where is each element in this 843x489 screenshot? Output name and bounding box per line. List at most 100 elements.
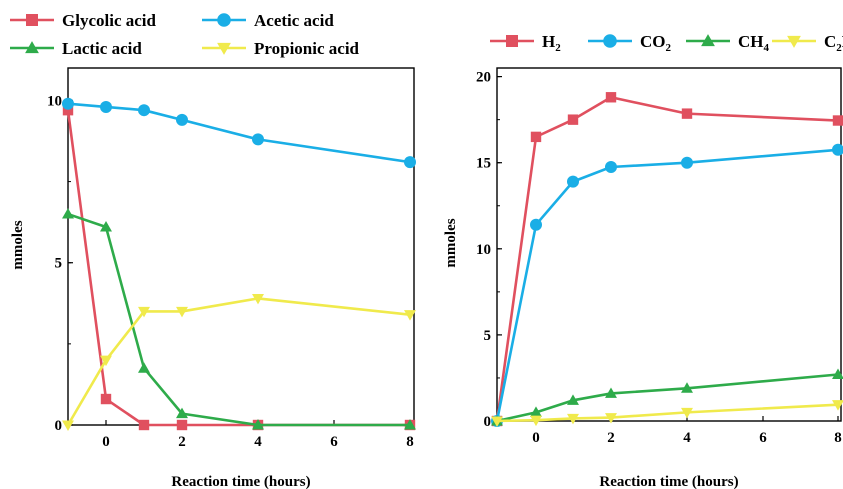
y-tick-label: 0	[55, 418, 63, 434]
data-point	[176, 306, 188, 318]
data-point	[404, 310, 416, 321]
data-point	[491, 416, 503, 427]
legend-marker	[25, 41, 39, 54]
legend-label: Acetic acid	[254, 11, 334, 30]
data-point	[567, 175, 579, 188]
series-line	[496, 373, 839, 423]
data-point	[832, 368, 843, 379]
x-tick-label: 0	[102, 434, 110, 450]
data-point	[62, 104, 74, 116]
legend-item: Glycolic acid	[10, 11, 157, 30]
legend-item: CH4	[686, 32, 770, 54]
data-point	[62, 208, 74, 219]
data-point	[404, 419, 416, 430]
data-point	[681, 156, 693, 169]
series-1	[491, 92, 843, 427]
data-point	[176, 113, 188, 126]
data-point	[138, 362, 150, 373]
x-axis-label: Reaction time (hours)	[171, 474, 310, 489]
legend-item: H2	[490, 32, 561, 54]
data-point	[100, 355, 112, 367]
legend-item: C2H6	[772, 32, 843, 54]
y-tick-label: 10	[476, 242, 491, 258]
x-tick-label: 2	[607, 430, 615, 446]
data-point	[681, 382, 693, 393]
legend-marker	[217, 42, 231, 55]
legend-marker	[701, 34, 715, 47]
legend-label: H2	[542, 32, 561, 54]
y-tick-label: 5	[55, 256, 63, 272]
data-point	[681, 108, 693, 119]
series-line	[67, 102, 411, 164]
data-point	[530, 415, 542, 427]
legend-item: CO2	[588, 32, 672, 54]
y-tick-label: 15	[476, 156, 491, 172]
data-point	[176, 407, 188, 419]
data-point	[605, 92, 617, 103]
y-tick-label: 0	[484, 414, 492, 430]
series-4	[491, 400, 843, 427]
data-point	[138, 306, 150, 318]
data-point	[530, 406, 542, 417]
data-point	[530, 218, 542, 231]
legend-marker	[217, 13, 231, 27]
data-point	[832, 115, 843, 126]
series-line	[496, 403, 839, 423]
series-3	[62, 208, 416, 430]
series-line	[67, 212, 410, 427]
data-point	[567, 114, 579, 125]
plot-frame	[496, 67, 842, 422]
series-3	[491, 368, 843, 426]
legend-item: Lactic acid	[10, 39, 142, 58]
series-line	[66, 297, 411, 426]
data-point	[138, 104, 150, 117]
legend-label: Glycolic acid	[62, 11, 157, 30]
data-point	[62, 420, 74, 431]
legend-label: Propionic acid	[254, 39, 360, 58]
y-tick-label: 10	[47, 93, 62, 109]
data-point	[176, 419, 188, 431]
series-line	[495, 148, 839, 422]
data-point	[832, 400, 843, 411]
series-2	[491, 143, 843, 427]
data-point	[252, 419, 264, 430]
series-line	[66, 110, 410, 427]
x-tick-label: 2	[178, 434, 186, 450]
data-point	[100, 221, 112, 232]
legend-item: Acetic acid	[202, 11, 334, 30]
y-axis-label: mmoles	[10, 220, 26, 269]
x-tick-label: 8	[834, 430, 842, 446]
legend-marker	[26, 14, 38, 26]
data-point	[605, 161, 617, 174]
data-point	[605, 387, 617, 398]
series-4	[62, 293, 416, 431]
data-point	[62, 97, 74, 110]
x-tick-label: 6	[759, 430, 767, 446]
data-point	[404, 156, 416, 169]
data-point	[605, 413, 617, 424]
series-line	[495, 95, 839, 422]
data-point	[138, 419, 150, 431]
data-point	[681, 407, 693, 419]
y-axis-label: mmoles	[443, 218, 459, 267]
x-tick-label: 8	[406, 434, 414, 450]
x-tick-label: 4	[683, 430, 691, 446]
legend-marker	[603, 34, 617, 48]
data-point	[100, 393, 112, 405]
x-tick-label: 4	[254, 434, 262, 450]
legend-label: C2H6	[824, 32, 843, 54]
x-axis-label: Reaction time (hours)	[599, 474, 738, 489]
series-2	[62, 97, 416, 169]
data-point	[252, 293, 264, 305]
data-point	[567, 394, 579, 405]
data-point	[567, 413, 579, 425]
legend-marker	[506, 35, 518, 47]
data-point	[252, 133, 264, 146]
data-point	[832, 143, 843, 156]
legend-label: CH4	[738, 32, 770, 54]
legend-label: Lactic acid	[62, 39, 142, 58]
legend-label: CO2	[640, 32, 672, 54]
